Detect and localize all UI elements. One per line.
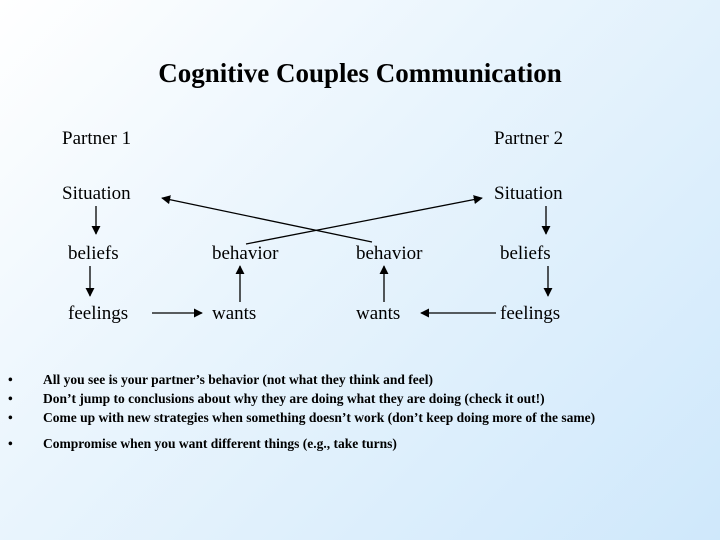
p1-behavior-to-p2-situation-arrow [245,195,483,245]
bullet-marker: • [8,391,13,406]
partner2-situation: Situation [494,183,563,204]
bullet-text: Come up with new strategies when somethi… [43,410,596,425]
p2-behavior-to-p1-situation-arrow [161,195,373,243]
partner1-behavior: behavior [212,243,279,264]
bullet-marker: • [8,410,13,425]
partner2-beliefs: beliefs [500,243,551,264]
bullet-marker: • [8,436,13,451]
partner2-wants: wants [356,303,401,324]
bullet-text: Don’t jump to conclusions about why they… [43,391,545,406]
bullet-text: Compromise when you want different thing… [43,436,397,451]
slide-title: Cognitive Couples Communication [158,58,562,88]
partner2-header: Partner 2 [494,128,564,149]
partner2-feelings: feelings [500,303,561,324]
bullet-marker: • [8,372,13,387]
partner1-wants: wants [212,303,257,324]
partner1-beliefs: beliefs [68,243,119,264]
partner1-feelings: feelings [68,303,129,324]
partner1-header: Partner 1 [62,128,132,149]
partner1-situation: Situation [62,183,131,204]
bullet-text: All you see is your partner’s behavior (… [43,372,434,387]
partner2-behavior: behavior [356,243,423,264]
